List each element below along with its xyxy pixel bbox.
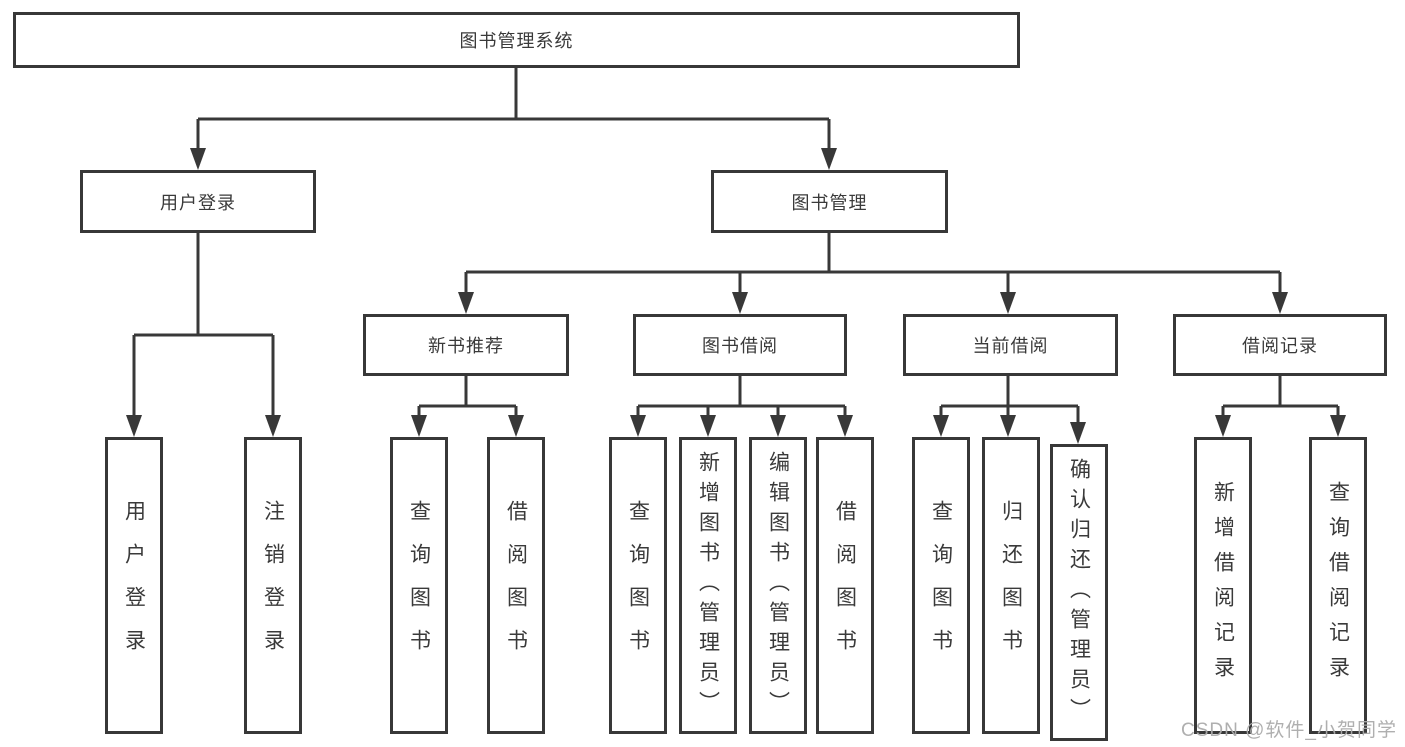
node-label: 查询图书 (929, 499, 953, 672)
leaf-query-books-borrow: 查询图书 (609, 437, 667, 734)
node-label: 用户登录 (122, 499, 146, 672)
node-book-management-branch: 图书管理 (711, 170, 948, 233)
node-user-login-branch: 用户登录 (80, 170, 316, 233)
leaf-confirm-return-admin: 确认归还（管理员） (1050, 444, 1108, 741)
node-label: 借阅图书 (833, 499, 857, 672)
node-label: 新书推荐 (428, 336, 504, 356)
node-label: 编辑图书（管理员） (766, 450, 790, 721)
node-current-borrow: 当前借阅 (903, 314, 1118, 376)
leaf-return-books: 归还图书 (982, 437, 1040, 734)
node-label: 用户登录 (160, 192, 236, 213)
node-label: 注销登录 (261, 499, 285, 672)
node-label: 查询图书 (626, 499, 650, 672)
node-borrow-records: 借阅记录 (1173, 314, 1387, 376)
leaf-query-books-recommend: 查询图书 (390, 437, 448, 734)
leaf-borrow-books-recommend: 借阅图书 (487, 437, 545, 734)
node-book-borrow: 图书借阅 (633, 314, 847, 376)
node-library-management-system: 图书管理系统 (13, 12, 1020, 68)
node-label: 借阅记录 (1242, 336, 1318, 356)
leaf-query-books-current: 查询图书 (912, 437, 970, 734)
node-label: 查询图书 (407, 499, 431, 672)
node-label: 确认归还（管理员） (1067, 457, 1091, 728)
leaf-add-books-admin: 新增图书（管理员） (679, 437, 737, 734)
node-label: 新增图书（管理员） (696, 450, 720, 721)
node-label: 图书管理 (791, 192, 868, 213)
node-label: 当前借阅 (972, 336, 1049, 356)
leaf-query-borrow-record: 查询借阅记录 (1309, 437, 1367, 734)
leaf-edit-books-admin: 编辑图书（管理员） (749, 437, 807, 734)
leaf-add-borrow-record: 新增借阅记录 (1194, 437, 1252, 734)
node-label: 查询借阅记录 (1326, 480, 1350, 691)
leaf-borrow-books: 借阅图书 (816, 437, 874, 734)
node-label: 归还图书 (999, 499, 1023, 672)
leaf-user-login: 用户登录 (105, 437, 163, 734)
node-label: 借阅图书 (504, 499, 528, 672)
leaf-logout: 注销登录 (244, 437, 302, 734)
node-label: 图书管理系统 (459, 31, 574, 51)
node-label: 新增借阅记录 (1211, 480, 1235, 691)
node-label: 图书借阅 (702, 336, 778, 356)
csdn-watermark: CSDN @软件_小贺同学 (1181, 720, 1397, 741)
node-new-book-recommend: 新书推荐 (363, 314, 569, 376)
